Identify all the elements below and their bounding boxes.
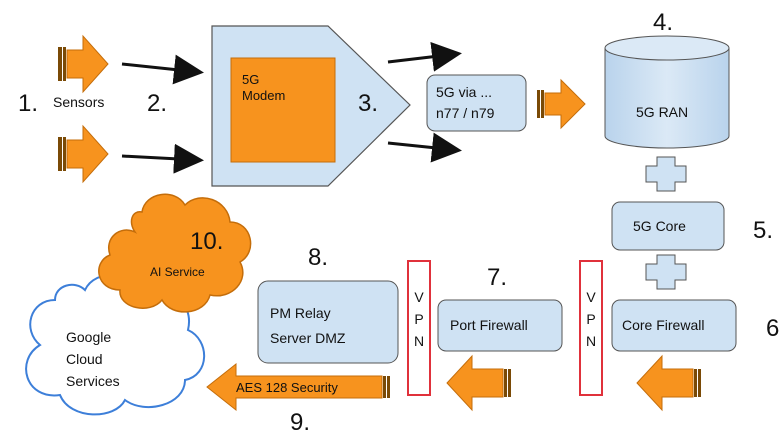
ran-label: 5G RAN <box>636 104 688 120</box>
arrow-corefw-to-vpn <box>636 354 701 412</box>
core-firewall-box <box>611 299 737 352</box>
step-1-number: 1. <box>18 90 38 117</box>
cloud-label-line3: Services <box>66 373 120 389</box>
core-box <box>611 201 725 251</box>
relay-box <box>257 280 399 364</box>
band-label-line2: n77 / n79 <box>436 105 495 121</box>
ai-service-label: AI Service <box>150 265 205 279</box>
sensors-label: Sensors <box>53 94 104 110</box>
step-3-number: 3. <box>358 90 378 117</box>
vpn-left-n: N <box>414 333 424 349</box>
ran-cylinder <box>604 35 730 149</box>
port-firewall-label: Port Firewall <box>450 317 528 333</box>
plus-connector-ran-core <box>645 156 687 192</box>
relay-label-line2: Server DMZ <box>270 330 346 346</box>
relay-label-line1: PM Relay <box>270 305 331 321</box>
cloud-label-line2: Cloud <box>66 351 103 367</box>
security-arrow <box>206 362 390 412</box>
core-label: 5G Core <box>633 218 686 234</box>
modem-label-line1: 5G <box>242 72 259 87</box>
vpn-left-v: V <box>414 289 424 305</box>
arrow-portfw-to-vpn <box>446 354 511 412</box>
plus-connector-core-firewall <box>645 254 687 290</box>
vpn-right-n: N <box>586 333 596 349</box>
step-10-number: 10. <box>190 228 223 255</box>
core-firewall-label: Core Firewall <box>622 317 704 333</box>
arrow-sensor-to-modem-top <box>121 54 204 85</box>
security-label: AES 128 Security <box>236 380 338 395</box>
modem-chip <box>230 57 336 163</box>
port-firewall-box <box>437 299 563 352</box>
step-4-number: 4. <box>653 9 673 36</box>
step-8-number: 8. <box>308 244 328 271</box>
sensor-arrow-bottom <box>58 124 109 184</box>
arrow-band-to-ran <box>537 78 586 130</box>
vpn-left <box>407 260 431 396</box>
band-box <box>426 74 527 132</box>
vpn-right-p: P <box>586 311 595 327</box>
arrow-modem-out-bottom <box>387 132 462 163</box>
step-7-number: 7. <box>487 264 507 291</box>
vpn-right <box>579 260 603 396</box>
sensor-arrow-top <box>58 34 109 94</box>
step-9-number: 9. <box>290 409 310 436</box>
arrow-sensor-to-modem-bottom <box>121 143 204 174</box>
step-6-number: 6 <box>766 315 779 342</box>
modem-label-line2: Modem <box>242 88 285 103</box>
cloud-label-line1: Google <box>66 329 111 345</box>
step-2-number: 2. <box>147 90 167 117</box>
arrow-modem-out-top <box>387 41 462 72</box>
step-5-number: 5. <box>753 217 773 244</box>
ai-service-cloud-shape <box>98 193 252 313</box>
band-label-line1: 5G via ... <box>436 84 492 100</box>
vpn-left-p: P <box>414 311 423 327</box>
vpn-right-v: V <box>586 289 596 305</box>
